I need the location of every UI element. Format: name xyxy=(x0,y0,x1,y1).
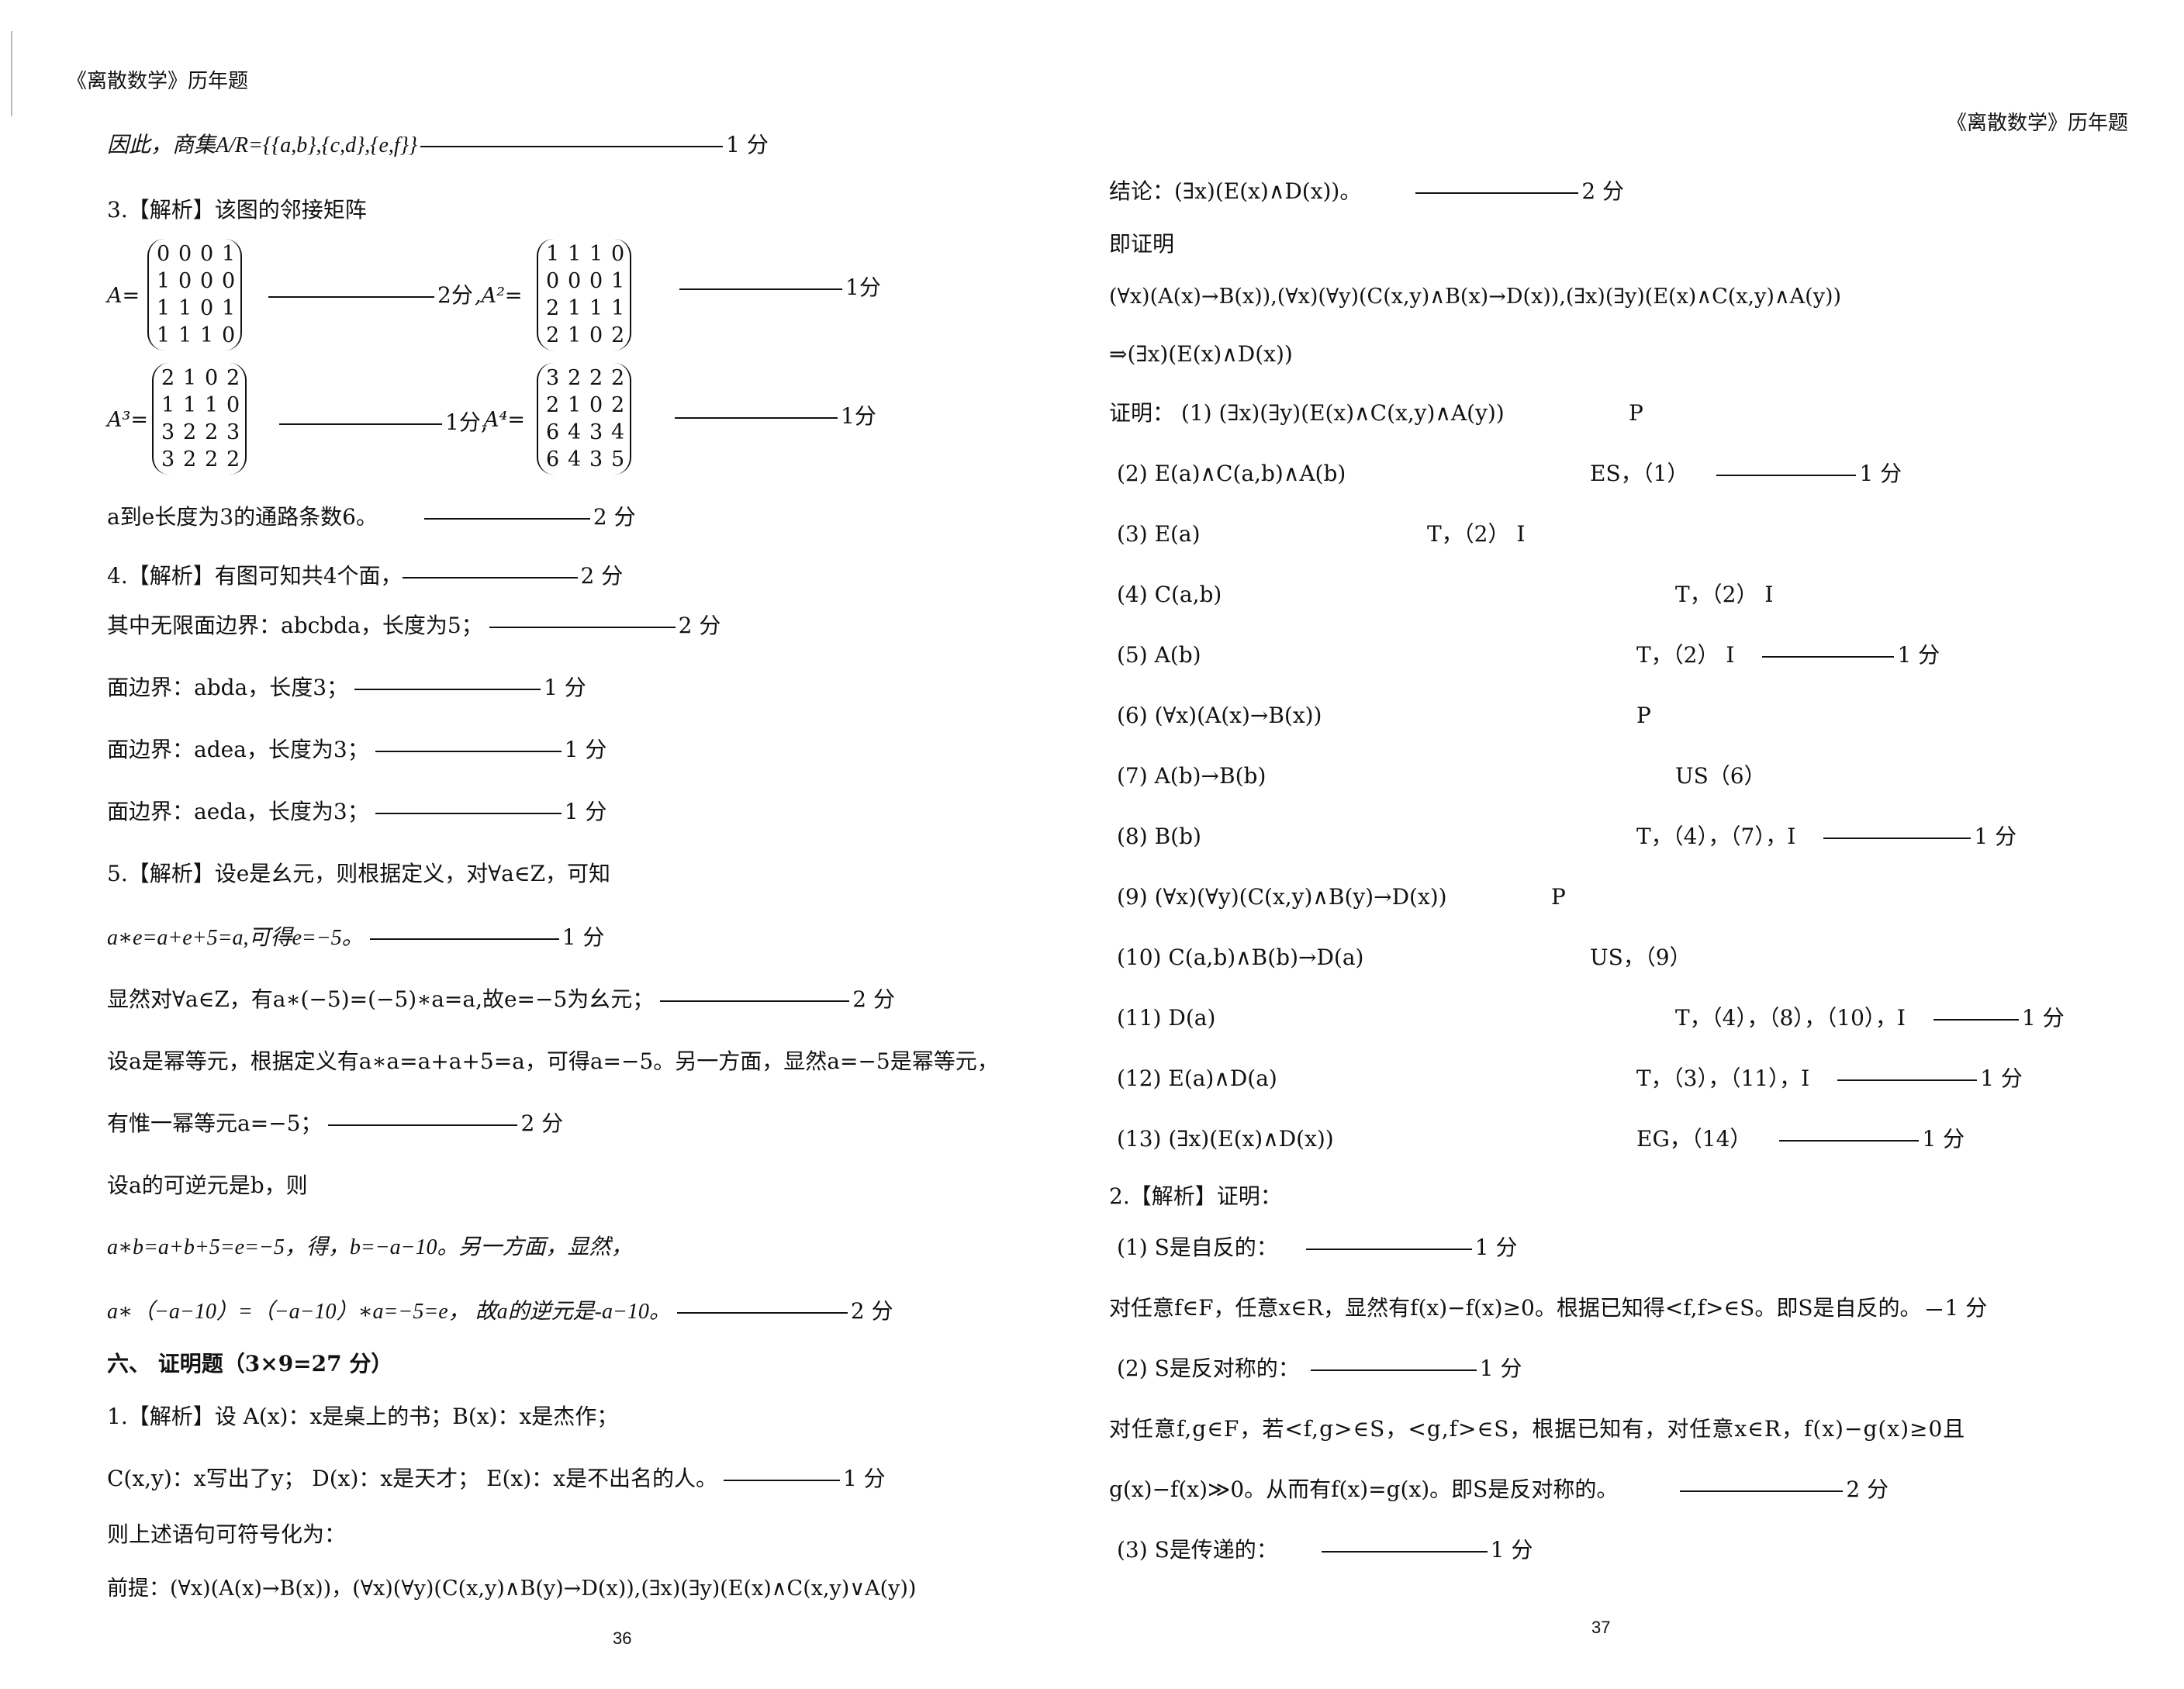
matrix-a4-score: 1分 xyxy=(675,403,876,430)
proof-step-reason: T，（2） I xyxy=(1675,582,1774,607)
conclusion-formula: ⇒(∃x)(E(x)∧D(x)) xyxy=(1109,341,1293,367)
matrix-a3-score: 1分, xyxy=(279,409,488,436)
q5-line-d: 有惟一幂等元a=−5；2 分 xyxy=(107,1110,564,1136)
page-number-left: 36 xyxy=(613,1629,632,1648)
proof-step-reason: ES，（1）1 分 xyxy=(1590,461,1902,486)
matrix-a2-score: 1分 xyxy=(679,275,881,301)
q2-heading: 2.【解析】证明： xyxy=(1109,1183,1282,1209)
p1-symbolize: 则上述语句可符号化为： xyxy=(107,1521,347,1547)
q2-reflexive-proof: 对任意f∈F，任意x∈R，显然有f(x)−f(x)≥0。根据已知得<f,f>∈S… xyxy=(1109,1295,1988,1321)
proof-step-statement: (9) (∀x)(∀y)(C(x,y)∧B(y)→D(x)) xyxy=(1117,884,1447,910)
p1-predicates: C(x,y)：x写出了y； D(x)：x是天才； E(x)：x是不出名的人。1 … xyxy=(107,1466,886,1491)
proof-step-statement: (2) E(a)∧C(a,b)∧A(b) xyxy=(1117,461,1346,486)
q4-heading: 4.【解析】有图可知共4个面，2 分 xyxy=(107,563,624,589)
proof-step-statement: (8) B(b) xyxy=(1117,824,1201,849)
proof-step-reason: P xyxy=(1551,884,1566,910)
proof-step-score: 1 分 xyxy=(1897,642,1940,668)
q2-antisymmetric-proof-a: 对任意f,g∈F，若<f,g>∈S，<g,f>∈S，根据已知有，对任意x∈R，f… xyxy=(1109,1416,1966,1442)
proof-step-statement: (13) (∃x)(E(x)∧D(x)) xyxy=(1117,1126,1334,1152)
q5-line-a: a∗e=a+e+5=a,可得e=−5。1 分 xyxy=(107,924,605,950)
proof-step-statement: (4) C(a,b) xyxy=(1117,582,1222,607)
matrix-a-score: 2分 xyxy=(268,282,473,309)
proof-step-statement: (6) (∀x)(A(x)→B(x)) xyxy=(1117,703,1322,728)
q2-antisymmetric: (2) S是反对称的：1 分 xyxy=(1117,1356,1522,1381)
proof-step-score: 1 分 xyxy=(2022,1005,2065,1031)
proof-step-statement: (3) E(a) xyxy=(1117,521,1201,547)
q5-line-g: a∗（−a−10）=（−a−10）∗a=−5=e， 故a的逆元是-a−10。2 … xyxy=(107,1298,893,1324)
q2-transitive: (3) S是传递的：1 分 xyxy=(1117,1537,1533,1563)
q5-line-f: a∗b=a+b+5=e=−5，得，b=−a−10。另一方面，显然， xyxy=(107,1235,633,1259)
q2-reflexive: (1) S是自反的：1 分 xyxy=(1117,1235,1518,1260)
proof-step-reason: P xyxy=(1629,400,1643,426)
proof-step-statement: (11) D(a) xyxy=(1117,1005,1216,1031)
path-count-line: a到e长度为3的通路条数6。2 分 xyxy=(107,504,636,530)
face-infinite-line: 其中无限面边界：abcbda，长度为5；2 分 xyxy=(107,613,721,638)
proof-step-statement: (12) E(a)∧D(a) xyxy=(1117,1066,1277,1091)
q5-line-e: 设a的可逆元是b，则 xyxy=(107,1173,308,1198)
q5-heading: 5.【解析】设e是幺元，则根据定义，对∀a∈Z，可知 xyxy=(107,861,611,886)
proof-step-score: 1 分 xyxy=(1980,1066,2023,1091)
conclusion-line: 结论：(∃x)(E(x)∧D(x))。2 分 xyxy=(1109,178,1625,204)
proof-step-reason: US，（9） xyxy=(1590,945,1692,970)
proof-step-statement: 证明： (1) (∃x)(∃y)(E(x)∧C(x,y)∧A(y)) xyxy=(1109,400,1505,426)
proof-step-score: 1 分 xyxy=(1974,824,2017,849)
proof-step-score: 1 分 xyxy=(1859,461,1902,486)
q2-antisymmetric-proof-b: g(x)−f(x)≫0。从而有f(x)=g(x)。即S是反对称的。2 分 xyxy=(1109,1477,1889,1502)
page-header-right: 《离散数学》历年题 xyxy=(1947,112,2129,135)
face-abda-line: 面边界：abda，长度3；1 分 xyxy=(107,675,586,700)
face-aeda-line: 面边界：aeda，长度为3；1 分 xyxy=(107,799,607,824)
p1-premises: 前提：(∀x)(A(x)→B(x))，(∀x)(∀y)(C(x,y)∧B(y)→… xyxy=(107,1577,917,1601)
proof-step-statement: (5) A(b) xyxy=(1117,642,1201,668)
proof-step-statement: (7) A(b)→B(b) xyxy=(1117,763,1267,789)
section-6-heading: 六、 证明题（3×9=27 分） xyxy=(107,1351,393,1376)
page-number-right: 37 xyxy=(1591,1618,1611,1637)
proof-step-reason: P xyxy=(1636,703,1651,728)
proof-step-statement: (10) C(a,b)∧B(b)→D(a) xyxy=(1117,945,1364,970)
proof-step-reason: T，（2） I xyxy=(1427,521,1526,547)
fold-mark xyxy=(11,31,12,116)
q3-heading: 3.【解析】该图的邻接矩阵 xyxy=(107,197,367,223)
proof-step-reason: EG，（14）1 分 xyxy=(1636,1126,1965,1152)
proof-step-reason: US（6） xyxy=(1675,763,1766,789)
quotient-line: 因此，商集A/R={{a,b},{c,d},{e,f}}1 分 xyxy=(107,132,769,157)
premises-formula: (∀x)(A(x)→B(x)),(∀x)(∀y)(C(x,y)∧B(x)→D(x… xyxy=(1109,285,1842,309)
face-adea-line: 面边界：adea，长度为3；1 分 xyxy=(107,737,607,762)
q5-line-c: 设a是幂等元，根据定义有a∗a=a+a+5=a，可得a=−5。另一方面，显然a=… xyxy=(107,1048,999,1074)
to-prove-label: 即证明 xyxy=(1109,231,1175,257)
p1-heading: 1.【解析】设 A(x)：x是桌上的书；B(x)：x是杰作； xyxy=(107,1404,619,1429)
q5-line-b: 显然对∀a∈Z，有a∗(−5)=(−5)∗a=a,故e=−5为幺元；2 分 xyxy=(107,986,896,1012)
page-header-left: 《离散数学》历年题 xyxy=(67,70,249,93)
proof-step-score: 1 分 xyxy=(1922,1126,1965,1152)
